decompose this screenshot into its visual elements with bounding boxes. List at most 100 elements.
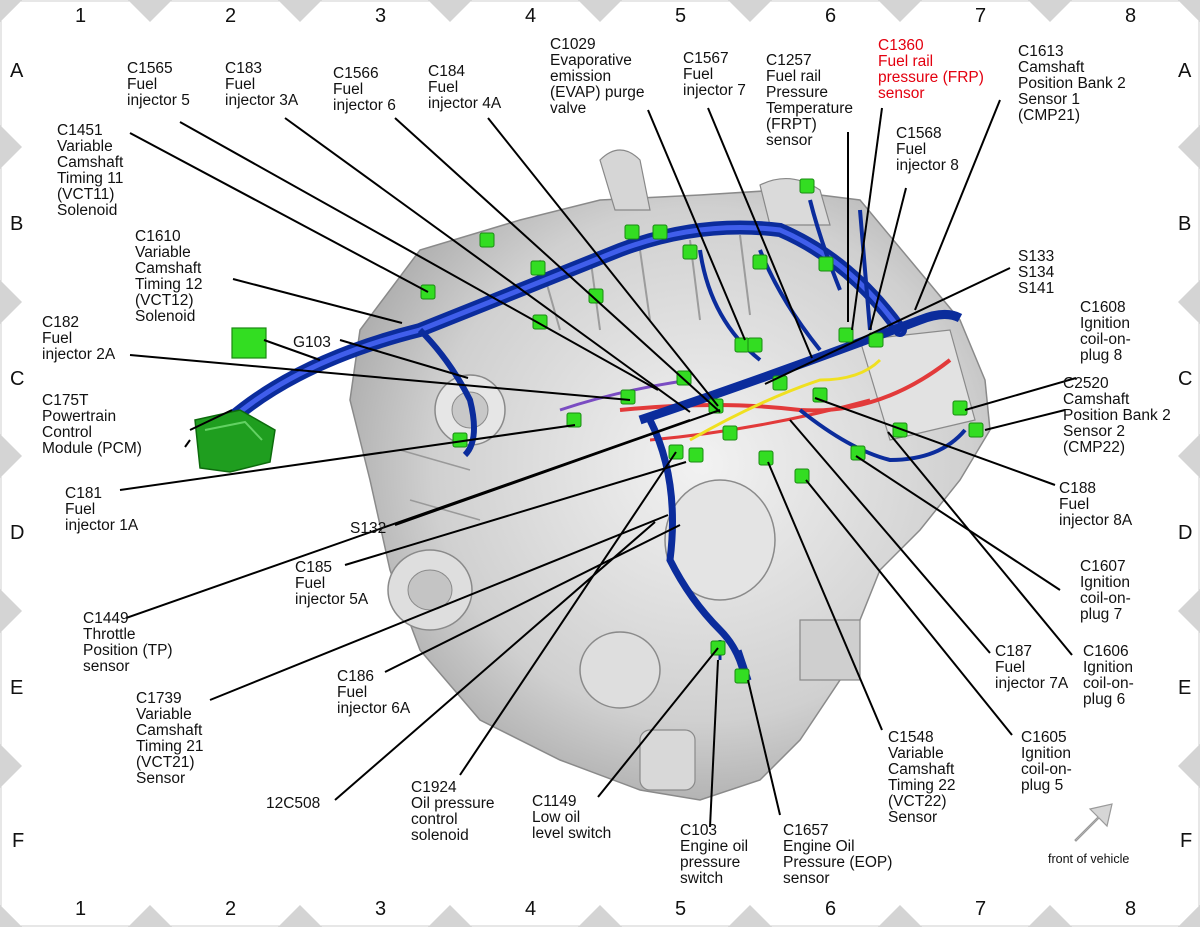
leader-line xyxy=(747,679,781,816)
grid-col-5-top: 5 xyxy=(675,5,687,27)
label-c184: C184 Fuel injector 4A xyxy=(428,63,502,112)
leader-line xyxy=(339,339,469,379)
leader-line xyxy=(344,461,687,566)
front-of-vehicle-arrow-icon xyxy=(1074,803,1113,842)
grid-marker-left xyxy=(0,434,22,478)
grid-row-e-left: E xyxy=(10,677,24,699)
connector-marker xyxy=(620,389,636,405)
connector-marker xyxy=(747,337,763,353)
leader-line xyxy=(487,117,719,407)
leader-line xyxy=(814,397,1056,486)
grid-marker-left xyxy=(0,125,22,169)
grid-marker-bottom xyxy=(1028,905,1072,927)
label-c1149: C1149 Low oil level switch xyxy=(532,793,612,842)
leader-line xyxy=(855,455,1061,591)
label-12c508: 12C508 xyxy=(266,795,321,812)
label-c175t: C175T Powertrain Control Module (PCM) xyxy=(42,392,142,457)
connector-marker xyxy=(530,260,546,276)
label-c182: C182 Fuel injector 2A xyxy=(42,314,116,363)
leader-line xyxy=(209,514,669,701)
grid-col-8-bottom: 8 xyxy=(1125,898,1137,920)
grid-row-e-right: E xyxy=(1178,677,1192,699)
grid-marker-left xyxy=(0,589,22,633)
connector-marker xyxy=(624,224,640,240)
connector-marker xyxy=(682,244,698,260)
label-c186: C186 Fuel injector 6A xyxy=(337,668,411,717)
grid-marker-left xyxy=(0,744,22,788)
connector-marker xyxy=(734,668,750,684)
label-c188: C188 Fuel injector 8A xyxy=(1059,480,1133,529)
connector-marker xyxy=(968,422,984,438)
label-c1924: C1924 Oil pressure control solenoid xyxy=(411,779,495,844)
grid-marker-left xyxy=(0,0,22,22)
label-g103: G103 xyxy=(293,334,331,351)
grid-col-3-bottom: 3 xyxy=(375,898,387,920)
grid-row-f-right: F xyxy=(1180,830,1193,852)
leader-line xyxy=(394,117,721,413)
connector-marker xyxy=(850,445,866,461)
leader-line xyxy=(887,431,1073,656)
leader-line xyxy=(459,451,677,776)
leader-line xyxy=(263,339,321,361)
grid-marker-right xyxy=(1178,125,1200,169)
grid-row-b-right: B xyxy=(1178,213,1192,235)
label-c1566: C1566 Fuel injector 6 xyxy=(333,65,396,114)
connector-marker xyxy=(688,447,704,463)
grid-marker-right xyxy=(1178,434,1200,478)
label-c1360-highlighted: C1360 Fuel rail pressure (FRP) sensor xyxy=(878,37,984,102)
pcm-connector-body xyxy=(194,327,276,473)
grid-row-a-right: A xyxy=(1178,60,1192,82)
grid-row-f-left: F xyxy=(12,830,25,852)
grid-row-c-left: C xyxy=(10,368,25,390)
leader-line xyxy=(964,377,1077,411)
leader-line xyxy=(179,121,659,391)
leader-line xyxy=(789,419,991,654)
grid-marker-right xyxy=(1178,905,1200,927)
grid-marker-right xyxy=(1178,0,1200,22)
grid-marker-top xyxy=(878,0,922,22)
grid-col-3-top: 3 xyxy=(375,5,387,27)
label-c2520: C2520 Camshaft Position Bank 2 Sensor 2 … xyxy=(1063,375,1171,456)
grid-marker-bottom xyxy=(128,905,172,927)
leader-line xyxy=(129,132,429,293)
grid-col-6-top: 6 xyxy=(825,5,837,27)
label-c1608: C1608 Ignition coil-on- plug 8 xyxy=(1080,299,1131,364)
label-c1567: C1567 Fuel injector 7 xyxy=(683,50,746,99)
grid-marker-top xyxy=(278,0,322,22)
grid-marker-left xyxy=(0,905,22,927)
grid-marker-bottom xyxy=(278,905,322,927)
leader-line xyxy=(334,521,656,801)
leader-line xyxy=(805,479,1013,736)
label-c103: C103 Engine oil pressure switch xyxy=(680,822,749,887)
label-c1568: C1568 Fuel injector 8 xyxy=(896,125,959,174)
grid-marker-right xyxy=(1178,280,1200,324)
leader-line xyxy=(869,187,907,331)
front-of-vehicle-label: front of vehicle xyxy=(1048,852,1130,866)
connector-marker xyxy=(722,425,738,441)
leader-line xyxy=(129,354,631,401)
label-c1029: C1029 Evaporative emission (EVAP) purge … xyxy=(550,36,645,117)
leader-line xyxy=(914,99,1001,311)
grid-marker-bottom xyxy=(878,905,922,927)
leader-line xyxy=(232,278,403,324)
leader-line xyxy=(647,109,746,341)
connector-marker xyxy=(838,327,854,343)
grid-col-7-top: 7 xyxy=(975,5,987,27)
grid-row-d-left: D xyxy=(10,522,25,544)
leader-line xyxy=(184,439,191,448)
grid-marker-bottom xyxy=(428,905,472,927)
grid-marker-top xyxy=(128,0,172,22)
leader-line xyxy=(284,117,691,413)
leader-line xyxy=(984,409,1066,431)
label-c1449: C1449 Throttle Position (TP) sensor xyxy=(83,610,173,675)
label-c1657: C1657 Engine Oil Pressure (EOP) sensor xyxy=(783,822,893,887)
grid-marker-top xyxy=(578,0,622,22)
label-s132: S132 xyxy=(350,520,387,537)
grid-col-2-bottom: 2 xyxy=(225,898,237,920)
connector-marker xyxy=(794,468,810,484)
label-c1606: C1606 Ignition coil-on- plug 6 xyxy=(1083,643,1134,708)
label-s133-s134-s141: S133 S134 S141 xyxy=(1018,248,1055,297)
leader-line xyxy=(125,419,691,619)
label-c1739: C1739 Variable Camshaft Timing 21 (VCT21… xyxy=(136,690,204,787)
